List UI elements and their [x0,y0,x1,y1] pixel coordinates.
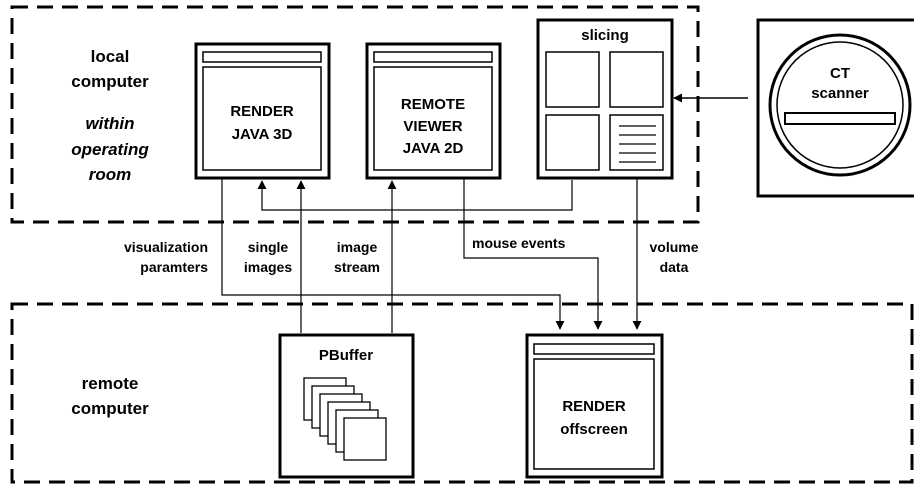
slice-pane-2 [609,51,664,108]
render-java3d-window: RENDER JAVA 3D [194,42,331,180]
render-java3d-label-1: RENDER [230,103,294,120]
slicing-to-render-arrow [257,180,573,211]
visualization-label-1: visualization [124,239,208,255]
ct-scanner-label-2: scanner [811,85,869,102]
single-images-label-1: single [248,239,289,255]
visualization-parameters-arrow [221,178,565,330]
render-offscreen-label-1: RENDER [562,398,626,415]
volume-data-label-2: data [660,259,689,275]
pbuffer-window: PBuffer [278,333,415,479]
slice-text-lines [619,125,656,163]
remote-computer-label-1: remote [82,374,139,393]
slice-pane-1 [545,51,600,108]
pbuffer-title: PBuffer [319,347,373,364]
remote-computer-label-2: computer [71,399,149,418]
render-offscreen-window: RENDER offscreen [525,333,664,479]
remote-viewer-window: REMOTE VIEWER JAVA 2D [365,42,502,180]
image-stream-label-2: stream [334,259,380,275]
slice-pane-4 [609,114,664,171]
render-offscreen-label-2: offscreen [560,421,628,438]
remote-viewer-label-2: VIEWER [403,118,462,135]
local-computer-label-2: computer [71,72,149,91]
ct-scanner-label-1: CT [830,65,850,82]
operating-room-label-1: within [85,114,134,133]
ct-scanner: CT scanner [756,18,914,198]
volume-data-label-1: volume [649,239,698,255]
ct-scanner-table [784,112,896,125]
slice-pane-3 [545,114,600,171]
image-stream-label-1: image [337,239,378,255]
mouse-events-label: mouse events [472,235,566,251]
mouse-events-arrow [463,178,603,330]
slicing-title: slicing [581,27,629,44]
operating-room-label-3: room [89,165,132,184]
local-computer-label-1: local [91,47,130,66]
remote-computer-region [10,302,914,484]
remote-viewer-label-1: REMOTE [401,96,465,113]
visualization-label-2: paramters [140,259,208,275]
single-images-label-2: images [244,259,292,275]
slicing-window: slicing [536,18,674,180]
remote-viewer-label-3: JAVA 2D [403,140,464,157]
render-java3d-label-2: JAVA 3D [232,126,293,143]
operating-room-label-2: operating [71,140,149,159]
pbuffer-frame-stack [303,377,387,461]
